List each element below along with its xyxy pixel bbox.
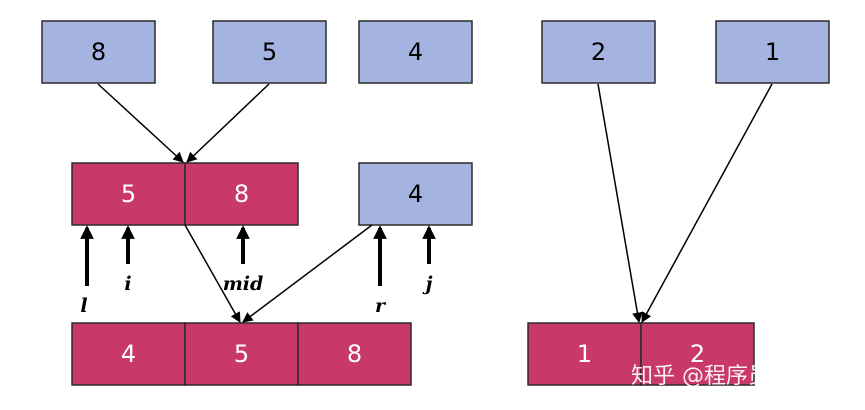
middle-cell-5-label: 5 <box>121 180 136 208</box>
middle-cell-8-label: 8 <box>234 180 249 208</box>
middle-cell-5: 5 <box>71 162 186 226</box>
bottom-cell-1: 1 <box>527 322 642 386</box>
bottom-cell-4: 4 <box>71 322 186 386</box>
top-cell-2: 2 <box>541 20 656 84</box>
merge-arrows <box>97 83 773 324</box>
pointer-labels: l i mid r j <box>80 273 432 317</box>
middle-single-cell-4-label: 4 <box>408 180 423 208</box>
top-cell-2-label: 2 <box>591 38 606 66</box>
arrow-4-to-bottom <box>242 224 373 323</box>
top-cell-8-label: 8 <box>91 38 106 66</box>
pointer-i-label: i <box>124 273 131 295</box>
bottom-right-merged-array: 1 2 <box>527 322 755 386</box>
pointer-arrows <box>80 225 436 286</box>
top-cell-5-label: 5 <box>262 38 277 66</box>
top-cell-4-label: 4 <box>408 38 423 66</box>
arrow-8-to-merge <box>97 83 184 163</box>
pointer-r-label: r <box>375 295 387 317</box>
bottom-cell-2-label: 2 <box>690 340 705 368</box>
pointer-mid-label: mid <box>223 273 264 295</box>
top-cell-5: 5 <box>212 20 327 84</box>
top-cell-1: 1 <box>715 20 830 84</box>
middle-cell-8: 8 <box>184 162 299 226</box>
arrow-1-to-bottom <box>641 83 773 323</box>
arrow-5-to-merge <box>186 83 270 163</box>
top-row-left-group: 8 5 4 <box>41 20 473 84</box>
bottom-cell-5-label: 5 <box>234 340 249 368</box>
bottom-merged-array: 4 5 8 <box>71 322 412 386</box>
bottom-cell-8: 8 <box>297 322 412 386</box>
pointer-j-label: j <box>422 273 433 295</box>
bottom-cell-4-label: 4 <box>121 340 136 368</box>
bottom-cell-8-label: 8 <box>347 340 362 368</box>
bottom-cell-1-label: 1 <box>577 340 592 368</box>
middle-single-cell-4: 4 <box>358 162 473 226</box>
top-row-right-group: 2 1 <box>541 20 830 84</box>
bottom-cell-2: 2 <box>640 322 755 386</box>
top-cell-8: 8 <box>41 20 156 84</box>
arrow-mid-to-bottom <box>184 224 241 323</box>
watermark-text: 知乎 @程序员景禹 <box>631 364 814 389</box>
top-cell-1-label: 1 <box>765 38 780 66</box>
bottom-cell-5: 5 <box>184 322 299 386</box>
pointer-l-label: l <box>80 295 87 317</box>
middle-merged-array: 5 8 <box>71 162 299 226</box>
arrow-2-to-bottom <box>597 83 643 324</box>
top-cell-4: 4 <box>358 20 473 84</box>
